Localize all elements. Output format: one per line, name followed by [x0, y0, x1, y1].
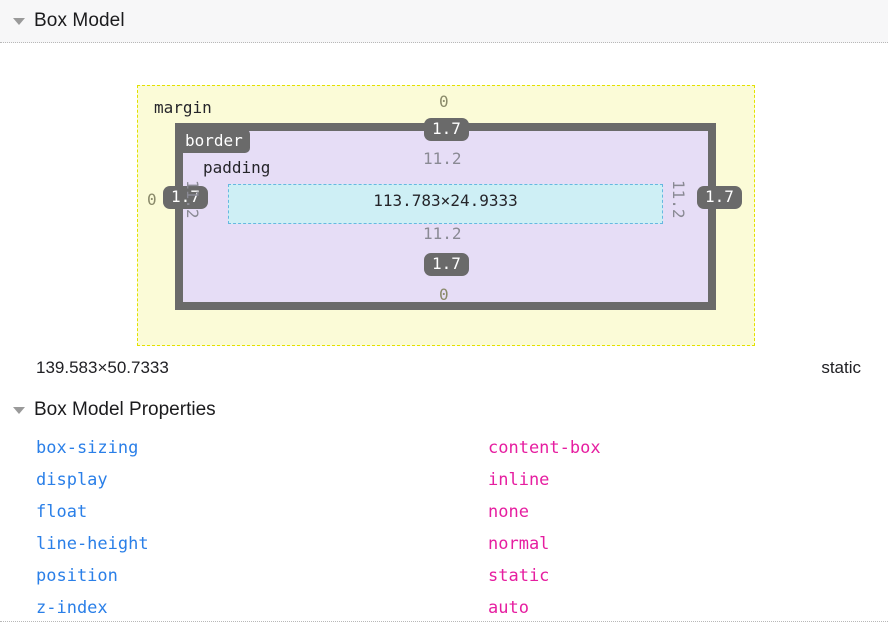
table-row[interactable]: position static: [0, 560, 888, 592]
property-name[interactable]: z-index: [36, 598, 108, 618]
property-value[interactable]: static: [488, 566, 550, 586]
box-model-properties-header[interactable]: Box Model Properties: [0, 396, 888, 424]
box-model-properties-list: box-sizing content-box display inline fl…: [0, 432, 888, 624]
property-value[interactable]: auto: [488, 598, 529, 618]
property-value[interactable]: inline: [488, 470, 550, 490]
property-name[interactable]: box-sizing: [36, 438, 139, 458]
box-model-diagram: margin border padding 0 0 0 0 1.7 1.7 1.…: [0, 43, 888, 346]
table-row[interactable]: line-height normal: [0, 528, 888, 560]
triangle-down-icon[interactable]: [13, 406, 25, 414]
padding-top-value[interactable]: 11.2: [423, 149, 462, 168]
box-model-section-header[interactable]: Box Model: [0, 0, 888, 43]
padding-right-value[interactable]: 11.2: [669, 180, 688, 219]
content-box-region[interactable]: [228, 184, 663, 224]
bottom-divider: [0, 621, 888, 622]
position-value: static: [821, 358, 861, 377]
border-bottom-value[interactable]: 1.7: [424, 253, 469, 276]
content-size-value: 113.783×24.9333: [373, 191, 518, 210]
padding-region-label: padding: [203, 158, 271, 177]
property-value[interactable]: normal: [488, 534, 550, 554]
margin-bottom-value[interactable]: 0: [439, 285, 449, 304]
total-size-value: 139.583×50.7333: [36, 358, 169, 377]
property-value[interactable]: content-box: [488, 438, 601, 458]
margin-left-value[interactable]: 0: [147, 190, 157, 209]
property-name[interactable]: float: [36, 502, 88, 522]
box-model-properties-title: Box Model Properties: [34, 399, 216, 420]
property-name[interactable]: display: [36, 470, 108, 490]
border-left-value[interactable]: 1.7: [163, 186, 208, 209]
border-top-value[interactable]: 1.7: [424, 118, 469, 141]
border-right-value[interactable]: 1.7: [697, 186, 742, 209]
padding-bottom-value[interactable]: 11.2: [423, 224, 462, 243]
table-row[interactable]: float none: [0, 496, 888, 528]
property-value[interactable]: none: [488, 502, 529, 522]
border-region-label: border: [178, 129, 250, 153]
margin-top-value[interactable]: 0: [439, 92, 449, 111]
table-row[interactable]: box-sizing content-box: [0, 432, 888, 464]
margin-region-label: margin: [154, 98, 212, 117]
property-name[interactable]: line-height: [36, 534, 149, 554]
property-name[interactable]: position: [36, 566, 118, 586]
table-row[interactable]: z-index auto: [0, 592, 888, 624]
padding-left-value[interactable]: 11.2: [183, 180, 202, 219]
triangle-down-icon[interactable]: [13, 17, 25, 25]
page-title: Box Model: [34, 10, 125, 31]
table-row[interactable]: display inline: [0, 464, 888, 496]
box-model-summary: 139.583×50.7333 static: [0, 358, 888, 388]
